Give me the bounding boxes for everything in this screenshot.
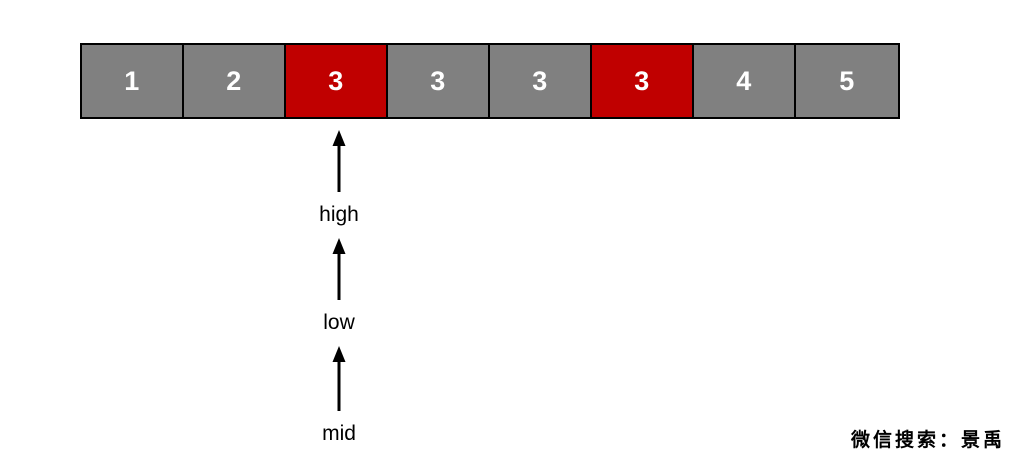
array-cell-value: 2 — [226, 65, 242, 96]
arrow-up-icon-mid — [332, 346, 346, 411]
array-cell-1[interactable]: 2 — [184, 45, 286, 117]
pointer-label-high: high — [319, 203, 359, 226]
array-cell-3[interactable]: 3 — [388, 45, 490, 117]
array-cell-0[interactable]: 1 — [82, 45, 184, 117]
array-cell-value: 3 — [328, 65, 344, 96]
array-cell-2[interactable]: 3 — [286, 45, 388, 117]
array-cell-7[interactable]: 5 — [796, 45, 898, 117]
array-cell-6[interactable]: 4 — [694, 45, 796, 117]
pointer-label-mid: mid — [322, 422, 356, 445]
array-strip: 1 2 3 3 3 3 4 5 — [80, 43, 900, 119]
array-cell-value: 5 — [839, 65, 855, 96]
pointer-label-low: low — [323, 311, 355, 334]
array-cell-5[interactable]: 3 — [592, 45, 694, 117]
array-cell-value: 3 — [634, 65, 650, 96]
array-cell-value: 4 — [736, 65, 752, 96]
array-cell-4[interactable]: 3 — [490, 45, 592, 117]
array-cell-value: 1 — [124, 65, 140, 96]
array-cell-value: 3 — [430, 65, 446, 96]
pointer-column: high low mid — [288, 119, 390, 444]
arrow-up-icon-low — [332, 238, 346, 300]
arrow-up-icon-high — [332, 130, 346, 192]
watermark-text: 微信搜索：景禹 — [850, 429, 1005, 451]
array-cell-value: 3 — [532, 65, 548, 96]
